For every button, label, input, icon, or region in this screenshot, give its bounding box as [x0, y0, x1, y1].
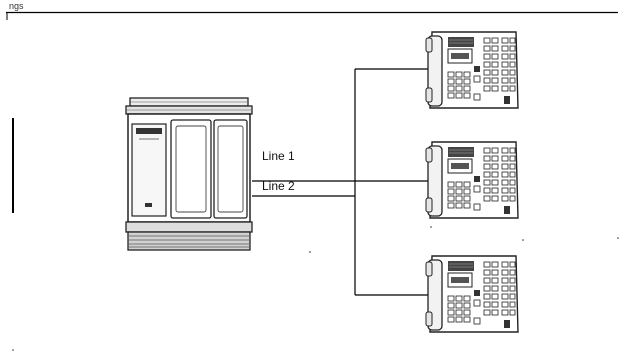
speck: [12, 349, 14, 351]
telephone-1: [425, 31, 519, 109]
telephone-2: [425, 141, 519, 219]
speck: [522, 239, 524, 241]
control-unit-cabinet: [125, 97, 253, 251]
speck: [430, 226, 432, 228]
header-snippet: ngs: [9, 1, 24, 11]
line-1-label: Line 1: [262, 149, 295, 163]
line-2-label: Line 2: [262, 179, 295, 193]
speck: [617, 237, 619, 239]
telephone-3: [425, 255, 519, 333]
speck: [309, 251, 311, 253]
